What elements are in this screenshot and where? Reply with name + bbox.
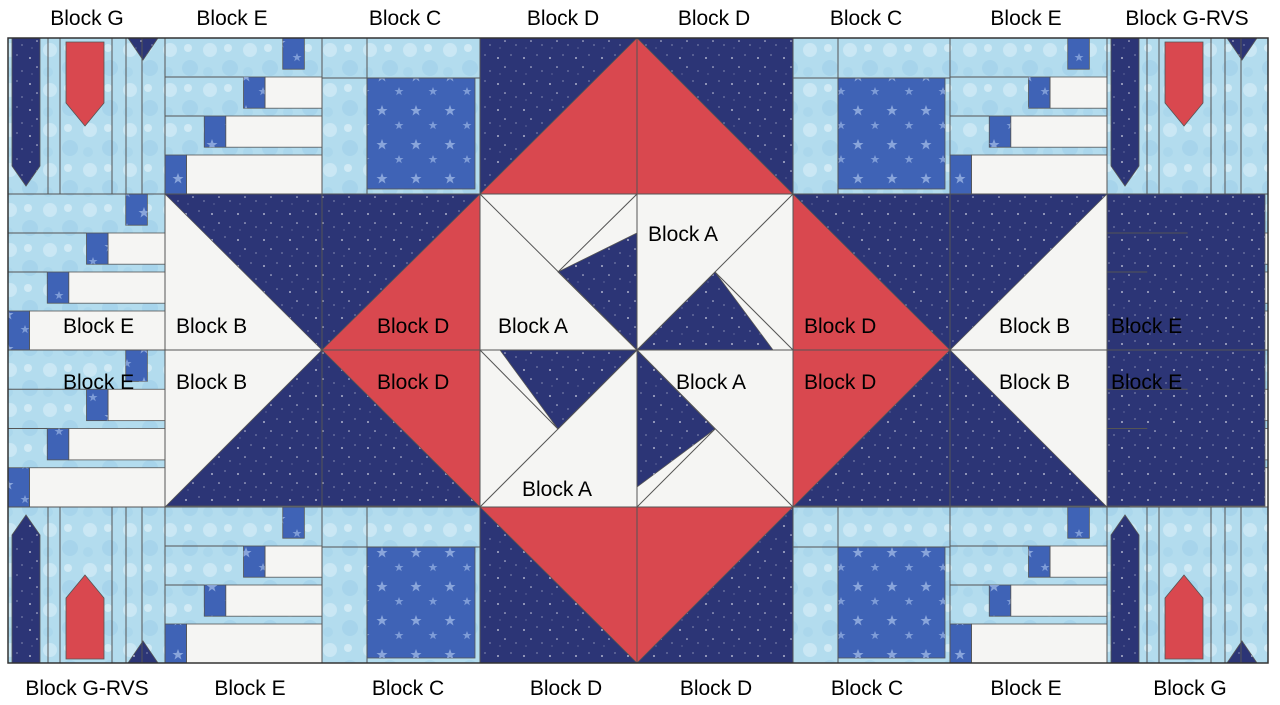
block-e-bottom-left-sq1-texture — [165, 624, 187, 663]
block-e-top-left-w2 — [226, 116, 322, 147]
inner-label-d-left-upper: Block D — [377, 316, 449, 337]
block-e-top-left-sq1-texture — [165, 155, 187, 194]
block-e-bottom-right-sq1-texture — [950, 624, 972, 663]
bottom-label-7: Block E — [990, 678, 1061, 699]
block-e-mid-left-upper-sq1-texture — [8, 311, 30, 350]
inner-label-d-left-lower: Block D — [377, 372, 449, 393]
block-e-top-right-sq2-texture — [989, 116, 1011, 147]
block-e-bottom-right-w3 — [1050, 546, 1107, 577]
block-e-top-right-sq4-texture — [1068, 38, 1090, 69]
bottom-label-1: Block G-RVS — [25, 678, 148, 699]
block-e-bottom-right-w1 — [972, 624, 1107, 663]
block-c-top-left-center-texture — [367, 78, 475, 189]
block-e-top-left-w1 — [187, 155, 322, 194]
bottom-label-3: Block C — [372, 678, 444, 699]
bottom-label-2: Block E — [214, 678, 285, 699]
block-e-bottom-right-sq4-texture — [1068, 507, 1090, 538]
bottom-label-8: Block G — [1153, 678, 1227, 699]
top-label-8: Block G-RVS — [1125, 8, 1248, 29]
block-g-top-right-strip-texture — [1111, 38, 1139, 186]
block-e-top-left-sq4-texture — [283, 38, 305, 69]
block-e-mid-left-upper-w3 — [108, 233, 165, 264]
inner-label-d-right-lower: Block D — [804, 372, 876, 393]
block-g-bottom-right-strip-texture — [1111, 515, 1139, 663]
bottom-label-5: Block D — [680, 678, 752, 699]
block-e-mid-left-upper-sq4-texture — [126, 194, 148, 225]
top-label-2: Block E — [196, 8, 267, 29]
block-e-bottom-left-sq3-texture — [244, 546, 266, 577]
block-e-top-right-w2 — [1011, 116, 1107, 147]
block-e-bottom-left-sq4-texture — [283, 507, 305, 538]
block-e-top-left-w3 — [265, 77, 322, 108]
block-e-mid-left-lower-w1 — [30, 468, 165, 507]
block-c-bottom-right-center-texture — [838, 547, 945, 658]
block-e-top-right-sq3-texture — [1029, 77, 1051, 108]
block-e-mid-left-lower-w2 — [69, 429, 165, 460]
inner-label-b-right-upper: Block B — [999, 316, 1070, 337]
bottom-label-4: Block D — [530, 678, 602, 699]
block-e-bottom-right-sq2-texture — [989, 585, 1011, 616]
inner-label-b-left-lower: Block B — [176, 372, 247, 393]
top-label-7: Block E — [990, 8, 1061, 29]
block-e-bottom-left-w3 — [265, 546, 322, 577]
inner-label-e-right-lower: Block E — [1111, 372, 1182, 393]
inner-label-e-right-upper: Block E — [1111, 316, 1182, 337]
block-e-top-left-sq3-texture — [244, 77, 266, 108]
top-label-5: Block D — [678, 8, 750, 29]
block-e-mid-left-upper-w2 — [69, 272, 165, 303]
block-g-top-left-strip-texture — [12, 38, 40, 186]
block-e-top-left-sq2-texture — [204, 116, 226, 147]
bottom-label-6: Block C — [831, 678, 903, 699]
block-e-mid-left-lower-sq2-texture — [47, 429, 69, 460]
block-g-bottom-left-strip-texture — [12, 515, 40, 663]
top-label-4: Block D — [527, 8, 599, 29]
inner-label-b-left-upper: Block B — [176, 316, 247, 337]
top-label-1: Block G — [50, 8, 124, 29]
block-e-bottom-left-sq2-texture — [204, 585, 226, 616]
block-e-top-right-sq1-texture — [950, 155, 972, 194]
block-e-bottom-left-w1 — [187, 624, 322, 663]
block-e-bottom-right-w2 — [1011, 585, 1107, 616]
inner-label-e-left-upper: Block E — [63, 316, 134, 337]
inner-label-d-right-upper: Block D — [804, 316, 876, 337]
inner-label-a-top: Block A — [648, 224, 718, 245]
top-label-3: Block C — [369, 8, 441, 29]
inner-label-e-left-lower: Block E — [63, 372, 134, 393]
block-e-mid-left-upper-sq3-texture — [87, 233, 109, 264]
block-e-top-right-w3 — [1050, 77, 1107, 108]
block-e-bottom-left-w2 — [226, 585, 322, 616]
inner-label-a-left: Block A — [498, 316, 568, 337]
inner-label-a-right: Block A — [676, 372, 746, 393]
block-c-bottom-left-center-texture — [367, 547, 475, 658]
block-c-top-right-center-texture — [838, 78, 945, 189]
block-e-bottom-right-sq3-texture — [1029, 546, 1051, 577]
block-e-mid-left-upper-sq2-texture — [47, 272, 69, 303]
block-e-mid-left-lower-sq1-texture — [8, 468, 30, 507]
top-label-6: Block C — [830, 8, 902, 29]
inner-label-b-right-lower: Block B — [999, 372, 1070, 393]
inner-label-a-bottom: Block A — [522, 479, 592, 500]
block-e-top-right-w1 — [972, 155, 1107, 194]
